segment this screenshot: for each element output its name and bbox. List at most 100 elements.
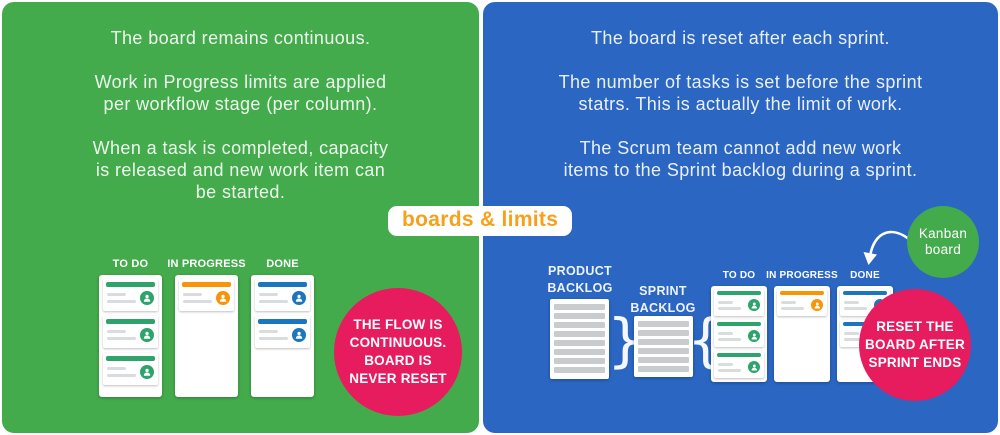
kanban-bubble-text: Kanban board — [918, 225, 968, 258]
backlog-item-stripe — [554, 304, 605, 310]
task-card — [714, 351, 764, 378]
backlog-item-stripe — [638, 357, 689, 363]
kanban-board-bubble: Kanban board — [907, 206, 979, 278]
scrum-paragraph-3: The Scrum team cannot add new work items… — [563, 138, 918, 180]
backlog-item-stripe — [638, 348, 689, 354]
task-card — [714, 320, 764, 347]
curved-arrow-icon — [863, 230, 912, 265]
person-icon — [143, 331, 151, 339]
task-text-lines — [183, 293, 212, 303]
user-avatar-icon — [292, 291, 306, 305]
column-body — [774, 286, 830, 382]
task-card — [103, 353, 158, 385]
task-title-bar — [258, 282, 307, 287]
column-body — [251, 275, 314, 397]
task-text-lines — [107, 293, 136, 303]
board-column-to-do: TO DO — [99, 258, 162, 397]
task-title-bar — [717, 353, 761, 357]
backlog-item-stripe — [554, 340, 605, 346]
task-card — [103, 279, 158, 311]
task-text-lines — [844, 300, 867, 310]
column-label: TO DO — [722, 270, 756, 281]
backlog-item-stripe — [554, 349, 605, 355]
task-card — [714, 289, 764, 316]
backlog-item-stripe — [554, 358, 605, 364]
column-body — [175, 275, 238, 397]
backlog-item-stripe — [638, 339, 689, 345]
task-text-lines — [718, 331, 741, 341]
person-icon — [751, 364, 757, 371]
panel-scrum: The board is reset after each sprint. Th… — [483, 2, 998, 433]
product-backlog-label: PRODUCT BACKLOG — [547, 264, 613, 295]
task-title-bar — [780, 291, 824, 295]
person-icon — [814, 302, 820, 309]
column-label: DONE — [266, 258, 299, 270]
user-avatar-icon — [216, 291, 230, 305]
person-icon — [219, 294, 227, 302]
column-label: IN PROGRESS — [167, 258, 246, 270]
column-label: DONE — [850, 270, 880, 281]
flow-callout-text: THE FLOW IS CONTINUOUS. BOARD IS NEVER R… — [349, 317, 447, 386]
scrum-paragraph-2: The number of tasks is set before the sp… — [558, 72, 923, 114]
column-body — [711, 286, 767, 382]
boards-limits-badge: boards & limits — [388, 206, 573, 236]
person-icon — [295, 294, 303, 302]
task-title-bar — [717, 322, 761, 326]
task-text-lines — [107, 367, 136, 377]
task-card — [777, 289, 827, 316]
task-title-bar — [843, 291, 887, 295]
user-avatar-icon — [748, 299, 760, 311]
board-column-to-do: TO DO — [711, 270, 767, 382]
task-title-bar — [106, 282, 155, 287]
reset-board-callout: RESET THE BOARD AFTER SPRINT ENDS — [859, 289, 971, 401]
task-text-lines — [718, 300, 741, 310]
scrum-paragraph-1: The board is reset after each sprint. — [591, 28, 890, 48]
task-title-bar — [106, 319, 155, 324]
task-text-lines — [844, 331, 867, 341]
task-text-lines — [107, 330, 136, 340]
user-avatar-icon — [292, 328, 306, 342]
sprint-backlog-label: SPRINT BACKLOG — [630, 284, 696, 315]
scrum-description: The board is reset after each sprint. Th… — [495, 27, 986, 203]
kanban-description: The board remains continuous. Work in Pr… — [14, 27, 467, 225]
task-card — [255, 316, 310, 348]
user-avatar-icon — [140, 365, 154, 379]
user-avatar-icon — [748, 361, 760, 373]
board-column-in-progress: IN PROGRESS — [766, 270, 838, 382]
person-icon — [751, 333, 757, 340]
column-body — [99, 275, 162, 397]
person-icon — [751, 302, 757, 309]
user-avatar-icon — [140, 328, 154, 342]
kanban-task-board: TO DO IN PROGRESS DONE — [99, 258, 314, 397]
person-icon — [295, 331, 303, 339]
flow-continuous-callout: THE FLOW IS CONTINUOUS. BOARD IS NEVER R… — [334, 288, 462, 416]
task-title-bar — [106, 356, 155, 361]
column-label: IN PROGRESS — [766, 270, 838, 281]
product-backlog-box — [550, 299, 609, 379]
backlog-item-stripe — [554, 313, 605, 319]
user-avatar-icon — [748, 330, 760, 342]
backlog-item-stripe — [638, 330, 689, 336]
task-card — [103, 316, 158, 348]
task-title-bar — [717, 291, 761, 295]
kanban-paragraph-3: When a task is completed, capacity is re… — [92, 138, 389, 202]
column-label: TO DO — [112, 258, 149, 270]
task-text-lines — [781, 300, 804, 310]
reset-callout-text: RESET THE BOARD AFTER SPRINT ENDS — [865, 319, 965, 370]
backlog-item-stripe — [554, 322, 605, 328]
board-column-done: DONE — [251, 258, 314, 397]
user-avatar-icon — [811, 299, 823, 311]
person-icon — [143, 294, 151, 302]
backlog-item-stripe — [638, 321, 689, 327]
task-text-lines — [718, 362, 741, 372]
backlog-item-stripe — [554, 331, 605, 337]
task-card — [255, 279, 310, 311]
user-avatar-icon — [140, 291, 154, 305]
kanban-paragraph-1: The board remains continuous. — [110, 28, 371, 48]
backlog-item-stripe — [554, 367, 605, 373]
person-icon — [143, 368, 151, 376]
backlog-item-stripe — [638, 366, 689, 372]
task-title-bar — [182, 282, 231, 287]
task-card — [179, 279, 234, 311]
